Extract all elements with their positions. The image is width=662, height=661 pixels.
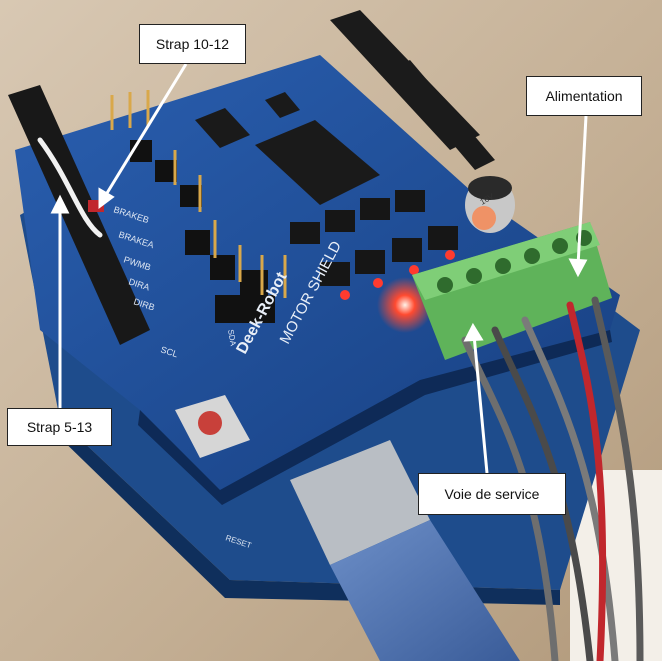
callout-voie-de-service: Voie de service [418,473,566,515]
arrowhead-strap-10-12 [98,187,115,209]
annotation-arrows [50,63,588,474]
sda-silkscreen: SDA [226,329,238,347]
jumper-pin-field [130,140,275,323]
callout-strap-5-13-label: Strap 5-13 [26,419,93,435]
red-status-leds [340,250,455,300]
usb-connector [290,440,430,565]
smd-components [290,190,458,286]
callout-alimentation-label: Alimentation [545,88,623,104]
motor-shield-edge [138,330,612,505]
arrowhead-voie-de-service [463,322,484,342]
callout-strap-5-13: Strap 5-13 [7,408,112,446]
arrow-strap-10-12 [102,63,188,199]
callout-strap-10-12-label: Strap 10-12 [155,36,230,52]
reset-button-cap [198,411,222,435]
arrowhead-alimentation [568,258,588,278]
arrow-alimentation [576,115,588,267]
callout-alimentation: Alimentation [526,76,642,116]
callout-strap-10-12: Strap 10-12 [139,24,246,64]
left-pin-header [8,85,150,345]
arrowhead-strap-5-13 [50,194,70,214]
top-pin-header-2 [390,60,495,170]
arrow-voie-de-service [472,334,489,474]
header-pins [110,90,287,298]
capacitor-glow [472,206,496,230]
usb-cable [330,520,520,661]
small-chip-1 [195,108,250,148]
small-chip-2 [265,92,300,118]
terminal-screws [437,230,592,293]
wires [37,137,644,661]
capacitor-top [468,176,512,200]
arduino-base-board-edge [52,420,560,605]
callout-voie-de-service-label: Voie de service [444,486,540,502]
driver-chip [255,120,380,205]
